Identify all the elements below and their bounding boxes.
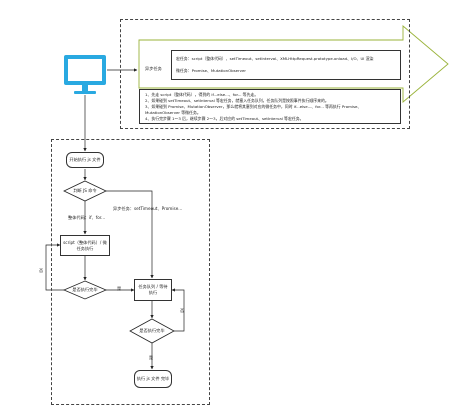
- task-queue-box: 任务队列 / 等待执行: [134, 279, 172, 301]
- decision-done-2-label: 是否执行完毕: [139, 328, 165, 333]
- no-label-2: 否: [180, 308, 185, 313]
- script-exec-box: script（整体代码）/ 微任务执行: [60, 235, 110, 256]
- async-panel-frame: [120, 19, 410, 129]
- decision-done-label: 是否执行完毕: [72, 287, 98, 292]
- step-4: 4、执行完步骤 1～3 后，继续步骤 2～3，后对应的 setTimeout、s…: [145, 116, 304, 121]
- end-node: 执行 js 文件 完毕: [134, 370, 172, 388]
- flowchart-frame: [51, 139, 210, 405]
- step-3: 3、如果碰到 Promise、MutationObserver，那么就将其塞到对…: [145, 104, 362, 109]
- yes-label-1: 是: [117, 286, 122, 291]
- start-node: 开始执行 js 文件: [66, 152, 104, 168]
- decision-type-label: 判断 JS 命令: [73, 188, 97, 193]
- async-task-label: 异步任务: [145, 66, 162, 71]
- micro-task-label: 微任务：: [176, 68, 192, 73]
- task-types-box: 宏任务：script（整体代码）、setTimeout、setInterval、…: [171, 50, 401, 80]
- step-1: 1、先走 script（整体代码），得到的 if...else...、for..…: [145, 92, 259, 97]
- yes-label-2: 是: [149, 355, 154, 360]
- macro-task-label: 宏任务：: [176, 56, 192, 61]
- decision-shape-done: [62, 280, 108, 300]
- macro-task-text: script（整体代码）、setTimeout、setInterval、XMLH…: [191, 56, 374, 61]
- step-3-cont: MutationObserver 等微任务。: [145, 110, 201, 115]
- no-label-1: 否: [39, 268, 44, 273]
- sync-branch-label: 整体代码：if、for...: [68, 215, 106, 220]
- async-branch-label: 异步任务：setTimeout、Promise...: [113, 206, 183, 211]
- monitor-icon: [64, 55, 106, 94]
- step-2: 2、如果碰到 setTimeout、setInterval 等宏任务，就塞入任务…: [145, 98, 329, 103]
- steps-box: 1、先走 script（整体代码），得到的 if...else...、for..…: [139, 89, 401, 124]
- micro-task-text: Promise、MutationObserver: [191, 68, 246, 73]
